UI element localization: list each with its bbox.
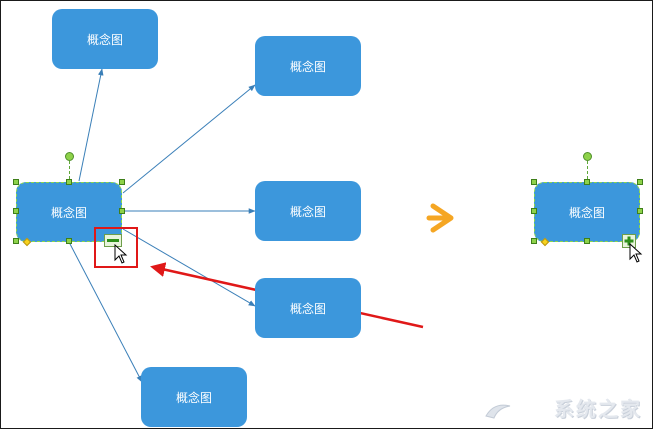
rotation-stem [587,161,588,179]
highlight-box [94,227,138,268]
resize-handle-w[interactable] [531,208,537,214]
rotation-stem [69,161,70,179]
node-label: 概念图 [568,205,605,220]
concept-node-result-selected[interactable]: 概念图 [534,182,640,242]
resize-handle-sw[interactable] [13,238,19,244]
node-label: 概念图 [289,301,326,316]
resize-handle-ne[interactable] [119,179,125,185]
concept-node-top[interactable]: 概念图 [52,9,158,69]
plus-icon[interactable] [622,234,636,248]
connector-to-bottom[interactable] [68,241,143,383]
resize-handle-sw[interactable] [531,238,537,244]
resize-handle-s[interactable] [584,238,590,244]
minus-icon[interactable] [104,234,122,247]
concept-node-top-right[interactable]: 概念图 [255,36,361,96]
resize-handle-nw[interactable] [531,179,537,185]
resize-handle-e[interactable] [637,208,643,214]
resize-handle-nw[interactable] [13,179,19,185]
watermark-text: 系统之家 [554,397,642,421]
concept-node-middle-right[interactable]: 概念图 [255,181,361,241]
watermark-logo-icon [485,404,511,419]
mouse-pointer-icon [114,244,128,264]
chevron-right-icon [426,203,454,233]
rotation-handle[interactable] [583,152,592,161]
resize-handle-n[interactable] [584,179,590,185]
connector-to-lower-right[interactable] [122,228,256,307]
node-label: 概念图 [289,59,326,74]
mouse-pointer-icon [629,243,643,263]
node-label: 概念图 [86,32,123,47]
connector-to-top-right[interactable] [122,84,256,194]
rotation-handle[interactable] [65,152,74,161]
concept-node-bottom[interactable]: 概念图 [141,367,247,427]
node-label: 概念图 [50,205,87,220]
resize-handle-ne[interactable] [637,179,643,185]
resize-handle-n[interactable] [66,179,72,185]
concept-node-lower-right[interactable]: 概念图 [255,278,361,338]
resize-handle-w[interactable] [13,208,19,214]
node-label: 概念图 [175,390,212,405]
resize-handle-s[interactable] [66,238,72,244]
resize-handle-e[interactable] [119,208,125,214]
node-label: 概念图 [289,204,326,219]
connector-to-top[interactable] [78,68,104,182]
